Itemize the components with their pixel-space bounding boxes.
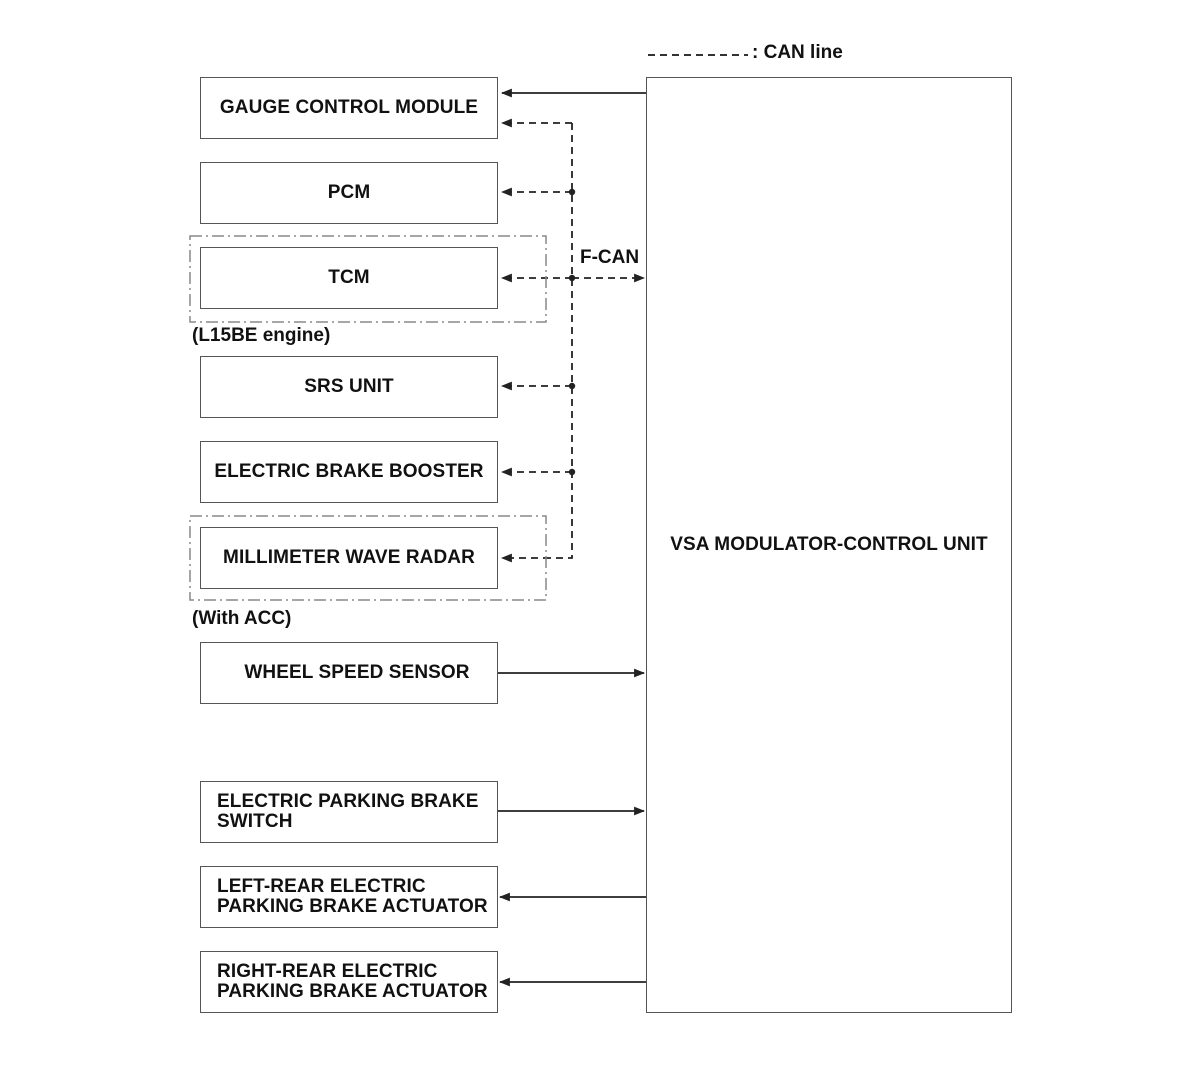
with-acc-label: (With ACC) bbox=[192, 608, 292, 629]
junction-tcm bbox=[568, 274, 576, 282]
millimeter-wave-radar-label: MILLIMETER WAVE RADAR bbox=[223, 547, 475, 568]
pcm-label: PCM bbox=[327, 182, 371, 203]
srs-unit-box: SRS UNIT bbox=[200, 356, 498, 418]
srs-unit-label: SRS UNIT bbox=[304, 376, 394, 397]
lr-actuator-label-line1: LEFT-REAR ELECTRIC bbox=[217, 876, 426, 897]
rr-actuator-label: RIGHT-REAR ELECTRIC PARKING BRAKE ACTUAT… bbox=[217, 962, 488, 1002]
rr-actuator-label-line1: RIGHT-REAR ELECTRIC bbox=[217, 961, 438, 982]
millimeter-wave-radar-box: MILLIMETER WAVE RADAR bbox=[200, 527, 498, 589]
epb-switch-label: ELECTRIC PARKING BRAKE SWITCH bbox=[217, 792, 479, 832]
junction-pcm bbox=[568, 188, 576, 196]
gauge-control-module-box: GAUGE CONTROL MODULE bbox=[200, 77, 498, 139]
lr-actuator-label: LEFT-REAR ELECTRIC PARKING BRAKE ACTUATO… bbox=[217, 877, 488, 917]
junction-srs bbox=[568, 382, 576, 390]
electric-brake-booster-box: ELECTRIC BRAKE BOOSTER bbox=[200, 441, 498, 503]
lr-actuator-box: LEFT-REAR ELECTRIC PARKING BRAKE ACTUATO… bbox=[200, 866, 498, 928]
legend-can-line-label: : CAN line bbox=[752, 42, 843, 63]
can-junctions bbox=[568, 188, 576, 476]
rr-actuator-box: RIGHT-REAR ELECTRIC PARKING BRAKE ACTUAT… bbox=[200, 951, 498, 1013]
tcm-box: TCM bbox=[200, 247, 498, 309]
l15be-engine-label: (L15BE engine) bbox=[192, 325, 331, 346]
epb-switch-label-line1: ELECTRIC PARKING BRAKE bbox=[217, 791, 479, 812]
epb-switch-label-line2: SWITCH bbox=[217, 811, 293, 832]
junction-brake-booster bbox=[568, 468, 576, 476]
tcm-label: TCM bbox=[328, 267, 370, 288]
group-l15be-outline bbox=[189, 235, 547, 323]
vsa-modulator-control-unit-box: VSA MODULATOR-CONTROL UNIT bbox=[646, 77, 1012, 1013]
rr-actuator-label-line2: PARKING BRAKE ACTUATOR bbox=[217, 981, 488, 1002]
f-can-bus bbox=[500, 118, 646, 563]
lr-actuator-label-line2: PARKING BRAKE ACTUATOR bbox=[217, 896, 488, 917]
group-acc-outline bbox=[189, 515, 547, 601]
can-bus-trunk bbox=[550, 123, 573, 559]
wheel-speed-sensor-box: WHEEL SPEED SENSOR bbox=[200, 642, 498, 704]
vsa-modulator-control-unit-label: VSA MODULATOR-CONTROL UNIT bbox=[670, 534, 988, 555]
wheel-speed-sensor-label: WHEEL SPEED SENSOR bbox=[244, 662, 470, 683]
electric-brake-booster-label: ELECTRIC BRAKE BOOSTER bbox=[214, 461, 484, 482]
pcm-box: PCM bbox=[200, 162, 498, 224]
gauge-control-module-label: GAUGE CONTROL MODULE bbox=[219, 97, 479, 118]
epb-switch-box: ELECTRIC PARKING BRAKE SWITCH bbox=[200, 781, 498, 843]
f-can-label: F-CAN bbox=[580, 247, 640, 268]
